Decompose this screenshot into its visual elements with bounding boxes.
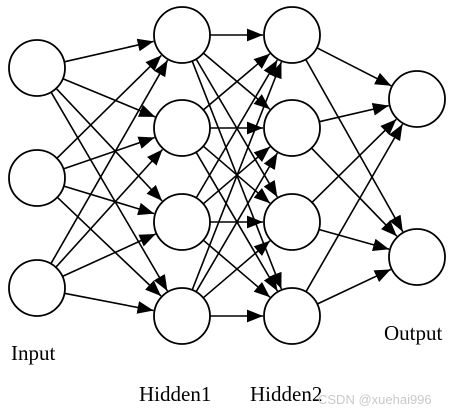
connection-arrow-input-3-to-hidden1-1: [50, 59, 169, 265]
connection-arrow-input-3-to-hidden1-3: [62, 233, 156, 278]
connection-arrow-input-2-to-hidden1-2: [63, 136, 155, 170]
watermark: CSDN @xuehai996: [318, 392, 432, 407]
connection-arrow-hidden2-1-to-output-1: [316, 47, 392, 87]
connection-arrow-input-3-to-hidden1-4: [64, 292, 154, 314]
connection-arrow-hidden2-4-to-output-1: [305, 123, 404, 293]
hidden2-layer-label: Hidden2: [250, 382, 323, 406]
connection-arrow-hidden2-2-to-output-1: [319, 102, 389, 123]
output-node-2: [388, 228, 446, 286]
connection-arrow-input-1-to-hidden1-3: [55, 87, 163, 202]
connection-arrow-input-1-to-hidden1-1: [64, 38, 154, 63]
output-node-1: [388, 70, 446, 128]
connection-arrow-input-3-to-hidden1-2: [55, 148, 164, 268]
nodes-group: [8, 6, 446, 345]
connection-arrow-hidden1-2-to-hidden2-1: [202, 53, 271, 111]
connection-arrow-hidden2-1-to-output-2: [305, 59, 404, 233]
hidden1-node-4: [153, 287, 211, 345]
hidden2-node-1: [263, 6, 321, 64]
hidden1-node-3: [153, 193, 211, 251]
input-node-2: [8, 149, 66, 207]
connection-arrow-hidden2-3-to-output-1: [311, 118, 397, 203]
connection-arrow-hidden1-3-to-hidden2-1: [195, 59, 278, 199]
hidden2-node-4: [263, 287, 321, 345]
hidden2-node-3: [263, 193, 321, 251]
connection-arrow-hidden2-2-to-output-2: [310, 147, 398, 237]
connection-arrow-input-1-to-hidden1-4: [50, 91, 169, 292]
input-layer-label: Input: [11, 341, 56, 365]
input-node-1: [8, 39, 66, 97]
connections-group: [50, 28, 404, 323]
connection-arrow-hidden2-3-to-output-2: [318, 228, 390, 252]
connection-arrow-hidden1-4-to-hidden2-2: [195, 152, 279, 293]
hidden2-node-2: [263, 99, 321, 157]
input-node-3: [8, 259, 66, 317]
hidden1-node-1: [153, 6, 211, 64]
connection-arrow-input-2-to-hidden1-4: [56, 196, 162, 297]
connection-arrow-input-2-to-hidden1-3: [63, 185, 155, 216]
connection-arrow-hidden2-4-to-output-2: [316, 268, 392, 305]
hidden1-node-2: [153, 99, 211, 157]
output-layer-label: Output: [384, 321, 443, 345]
connection-arrow-hidden1-4-to-hidden2-1: [191, 61, 283, 291]
hidden1-layer-label: Hidden1: [139, 382, 212, 406]
connection-arrow-input-2-to-hidden1-1: [56, 54, 162, 159]
connection-arrow-hidden1-4-to-hidden2-3: [202, 240, 271, 299]
connection-arrow-input-1-to-hidden1-2: [62, 77, 156, 118]
